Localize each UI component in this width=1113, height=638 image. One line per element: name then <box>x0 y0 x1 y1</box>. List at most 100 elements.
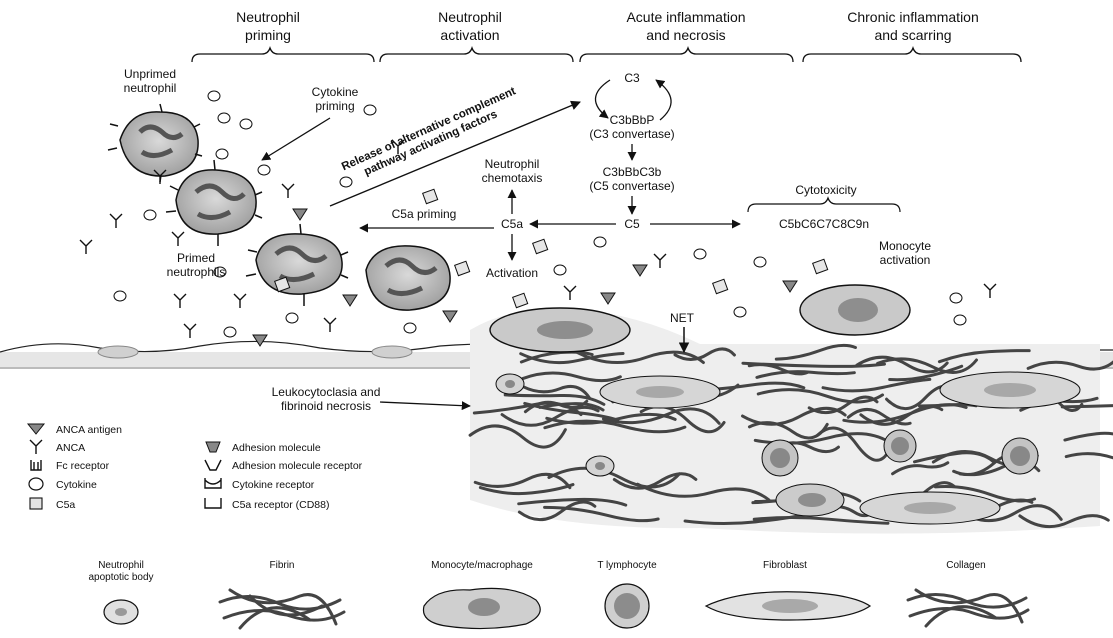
c5a-molecule <box>455 261 470 275</box>
c5a-priming-label: C5a priming <box>392 207 457 221</box>
stage-title-line1: Chronic inflammation <box>847 9 979 25</box>
stage-title-line1: Acute inflammation <box>626 9 745 25</box>
anca-antigen-molecule <box>293 209 307 220</box>
cell-key: Neutrophil apoptotic body Fibrin Monocyt… <box>88 560 1028 629</box>
legend-label: Adhesion molecule <box>232 442 321 454</box>
c5a-molecule <box>513 293 528 307</box>
c3-convertase-label: (C3 convertase) <box>589 127 674 141</box>
primed-label: Primed <box>177 251 215 265</box>
anca-antigen-molecule <box>783 281 797 292</box>
anca-antigen-molecule <box>443 311 457 322</box>
cytokine-molecule <box>286 313 298 323</box>
stage-title-line2: priming <box>245 27 291 43</box>
chemotaxis-label: Neutrophil <box>485 157 540 171</box>
adhesion-molecule-icon <box>206 442 220 452</box>
cytokine-molecule <box>340 177 352 187</box>
cytokine-molecule <box>950 293 962 303</box>
cytokine-molecule <box>218 113 230 123</box>
cytokine-priming-label: priming <box>315 99 354 113</box>
anca-molecule <box>184 324 196 338</box>
key-label: Monocyte/macrophage <box>431 560 533 571</box>
anca-molecule <box>984 284 996 298</box>
unprimed-label: Unprimed <box>124 67 176 81</box>
c5a-molecule <box>713 279 728 293</box>
key-label: apoptotic body <box>88 572 153 583</box>
stage-brace <box>803 48 1021 62</box>
fibroblast-icon: Fibroblast <box>706 560 870 620</box>
c3-label: C3 <box>624 71 640 85</box>
cytokine-molecule <box>208 91 220 101</box>
stage-header-acute: Acute inflammation and necrosis <box>580 9 793 62</box>
c5a-molecule <box>423 189 438 203</box>
legend: ANCA antigen ANCA Fc receptor Cytokine C… <box>28 424 363 511</box>
anca-antigen-molecule <box>343 295 357 306</box>
legend-label: Fc receptor <box>56 460 110 472</box>
t-lymphocyte-icon: T lymphocyte <box>597 560 657 628</box>
anca-antigen-molecule <box>253 335 267 346</box>
c3-cycle-arrow <box>656 80 671 120</box>
cytokine-molecule <box>224 327 236 337</box>
c3bbbp-label: C3bBbP <box>610 113 655 127</box>
legend-label: C5a <box>56 499 75 511</box>
anca-molecule <box>80 240 92 254</box>
legend-label: Cytokine <box>56 479 97 491</box>
cytokine-receptor-icon <box>205 478 221 488</box>
anca-antigen-molecule <box>601 293 615 304</box>
anca-molecule <box>110 214 122 228</box>
chemotaxis-label: chemotaxis <box>482 171 543 185</box>
cytokine-molecule <box>240 119 252 129</box>
apoptotic-body-icon: Neutrophil apoptotic body <box>88 560 153 624</box>
cytotoxicity-brace <box>748 198 900 212</box>
cytokine-molecule <box>404 323 416 333</box>
monocyte-activation-label: Monocyte <box>879 239 931 253</box>
stage-header-activation: Neutrophil activation <box>380 9 573 62</box>
key-label: Neutrophil <box>98 560 144 571</box>
key-label: Fibrin <box>269 560 294 571</box>
net-label: NET <box>670 311 695 325</box>
cytokine-molecule <box>554 265 566 275</box>
anca-molecule <box>654 254 666 268</box>
cytokine-molecule <box>216 149 228 159</box>
c5a-label: C5a <box>501 217 523 231</box>
legend-label: ANCA <box>56 442 85 454</box>
anca-antigen-molecule <box>633 265 647 276</box>
cytokine-molecule <box>734 307 746 317</box>
anca-molecule <box>564 286 576 300</box>
cytokine-molecule <box>144 210 156 220</box>
stage-title-line1: Neutrophil <box>438 9 502 25</box>
stage-title-line2: and necrosis <box>646 27 725 43</box>
cytokine-molecule <box>954 315 966 325</box>
collagen-icon: Collagen <box>908 560 1028 626</box>
leukocytoclasia-label: Leukocytoclasia and <box>272 385 381 399</box>
cytokine-priming-label: Cytokine <box>312 85 359 99</box>
legend-label: Adhesion molecule receptor <box>232 460 363 472</box>
stage-brace <box>192 48 374 62</box>
anca-icon <box>30 440 42 454</box>
stage-header-chronic: Chronic inflammation and scarring <box>803 9 1021 62</box>
stage-title-line2: and scarring <box>874 27 951 43</box>
c5a-receptor-icon <box>205 498 221 508</box>
c3bbbc3b-label: C3bBbC3b <box>603 165 662 179</box>
anca-molecule <box>234 294 246 308</box>
key-label: Fibroblast <box>763 560 807 571</box>
key-label: T lymphocyte <box>597 560 657 571</box>
primed-label: neutrophils <box>167 265 226 279</box>
cytokine-molecule <box>364 105 376 115</box>
anca-molecule <box>174 294 186 308</box>
stage-header-priming: Neutrophil priming <box>192 9 374 62</box>
legend-label: ANCA antigen <box>56 424 122 436</box>
legend-label: C5a receptor (CD88) <box>232 499 329 511</box>
primed-neutrophil <box>166 160 262 246</box>
stage-brace <box>580 48 793 62</box>
activated-neutrophil <box>366 246 450 310</box>
cytotoxicity-label: Cytotoxicity <box>795 183 856 197</box>
anca-antigen-icon <box>28 424 44 434</box>
primed-neutrophil <box>246 224 348 306</box>
tissue-region <box>470 285 1113 534</box>
anca-molecule <box>324 318 336 332</box>
unprimed-label: neutrophil <box>124 81 177 95</box>
cytokine-molecule <box>594 237 606 247</box>
c5-convertase-label: (C5 convertase) <box>589 179 674 193</box>
c5a-molecule <box>533 239 548 253</box>
